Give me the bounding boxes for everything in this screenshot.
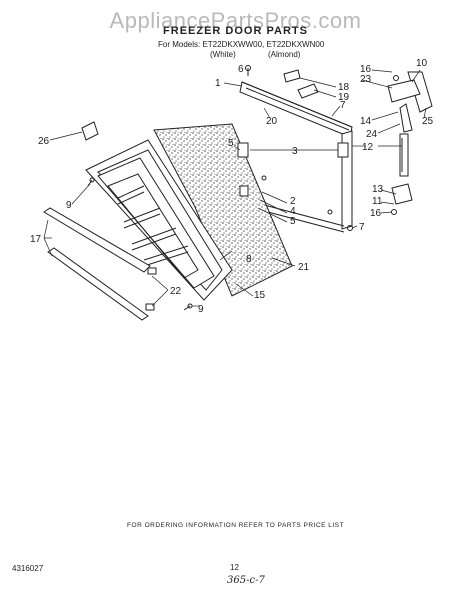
callout-19: 19 [338,92,350,103]
watermark: AppliancePartsPros.com [109,8,362,33]
page-title: FREEZER DOOR PARTS [163,25,308,37]
variant-white: (White) [210,50,236,59]
callout-7: 7 [359,222,365,233]
callout-5: 5 [290,216,296,227]
callout-22: 22 [170,286,182,297]
spring-rod [399,133,409,177]
callout-17: 17 [30,234,42,245]
model-numbers: For Models: ET22DKXWW00, ET22DKXWN00 [158,40,325,49]
callout-6: 6 [238,64,244,75]
handwritten-note: 365-c-7 [227,575,265,586]
callout-11: 11 [372,196,383,207]
callout-21: 21 [298,262,310,273]
door-shelf-bars [43,207,151,321]
door-top-channel [239,81,353,138]
callout-labels: 1234556778991011121314151616171819202122… [30,58,434,315]
callout-20: 20 [266,116,278,127]
callout-8: 8 [246,254,252,265]
screws [87,65,399,311]
lower-hinge-bracket [391,183,413,205]
callout-9: 9 [198,304,204,315]
page-number: 12 [230,563,239,572]
callout-4: 4 [290,206,296,217]
callout-26: 26 [38,136,50,147]
callout-23: 23 [360,74,372,85]
callout-15: 15 [254,290,266,301]
variant-almond: (Almond) [268,50,301,59]
liner-shelves [117,185,189,267]
insulation-panel [153,123,293,297]
callout-16: 16 [370,208,382,219]
callout-18: 18 [338,82,350,93]
callout-2: 2 [290,196,296,207]
clip-part [81,121,99,141]
callout-9: 9 [66,200,72,211]
callout-12: 12 [362,142,374,153]
callout-24: 24 [366,129,378,140]
ordering-note: FOR ORDERING INFORMATION REFER TO PARTS … [127,522,344,529]
document-part-number: 4316027 [12,564,44,573]
callout-25: 25 [422,116,434,127]
callout-3: 3 [292,146,298,157]
bar-end-caps [145,267,157,311]
callout-13: 13 [372,184,384,195]
callout-5: 5 [228,138,234,149]
leader-lines [43,69,427,307]
callout-16: 16 [360,64,372,75]
upper-hinge-bracket [387,79,421,133]
door-liner [97,157,215,289]
callout-1: 1 [215,78,221,89]
callout-7: 7 [340,100,346,111]
callout-14: 14 [360,116,372,127]
callout-10: 10 [416,58,428,69]
channel-clips [283,69,319,99]
